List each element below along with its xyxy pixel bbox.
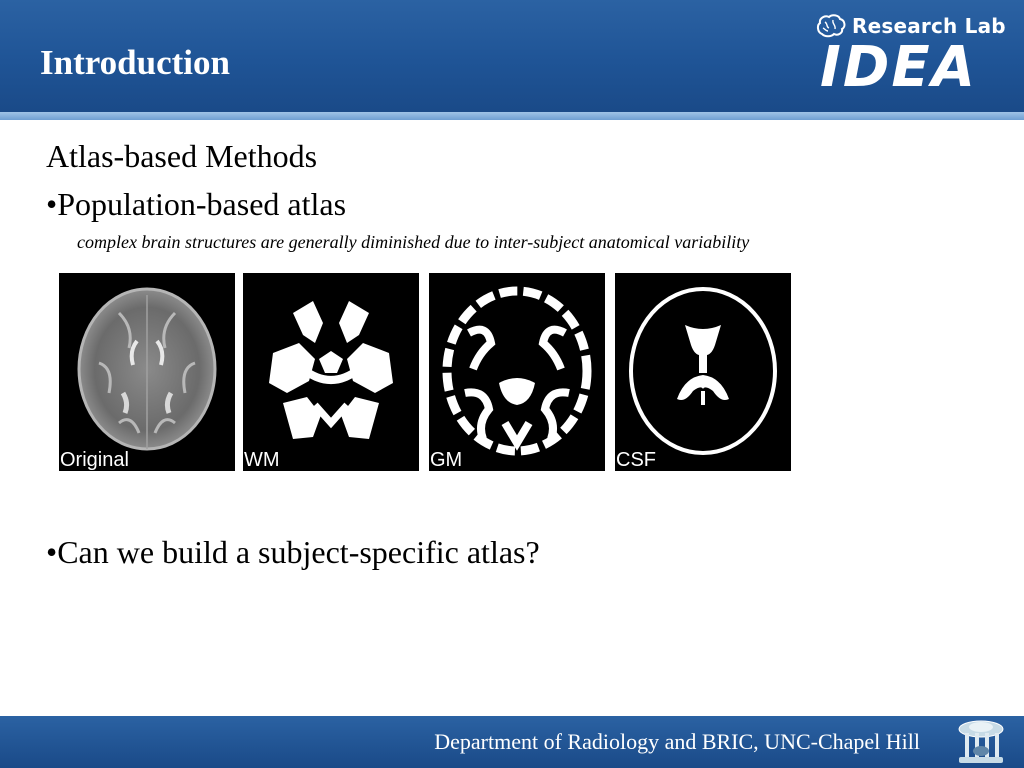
logo-lab-text: Research Lab: [852, 14, 1006, 38]
research-lab-logo: Research Lab IDEA: [816, 12, 1012, 98]
panel-label-wm: WM: [244, 449, 280, 471]
bullet-population-atlas: •Population-based atlas: [46, 186, 347, 222]
panel-label-csf: CSF: [616, 449, 656, 471]
bullet-subject-specific: •Can we build a subject-specific atlas?: [46, 534, 540, 570]
section-heading: Atlas-based Methods: [46, 138, 318, 174]
brain-icon: [816, 14, 846, 38]
brain-gray-matter-icon: [442, 286, 592, 456]
logo-top-row: Research Lab: [816, 12, 1006, 40]
header-bar: Introduction Research Lab IDEA: [0, 0, 1024, 112]
subnote: complex brain structures are generally d…: [77, 232, 750, 252]
panel-original: Original: [59, 273, 235, 471]
header-stripe: [0, 112, 1024, 120]
logo-wordmark: IDEA: [820, 35, 977, 100]
brain-mri-original-icon: [77, 287, 217, 451]
brain-csf-icon: [629, 287, 777, 455]
panel-gm: GM: [429, 273, 605, 471]
panel-label-gm: GM: [430, 449, 463, 471]
panel-csf: CSF: [615, 273, 791, 471]
footer-bar: Department of Radiology and BRIC, UNC-Ch…: [0, 716, 1024, 768]
old-well-icon: [958, 720, 1004, 763]
brain-white-matter-icon: [269, 301, 393, 439]
panel-label-original: Original: [60, 449, 129, 471]
panel-wm: WM: [243, 273, 419, 471]
slide-title: Introduction: [40, 43, 230, 82]
footer-affiliation: Department of Radiology and BRIC, UNC-Ch…: [434, 729, 920, 754]
